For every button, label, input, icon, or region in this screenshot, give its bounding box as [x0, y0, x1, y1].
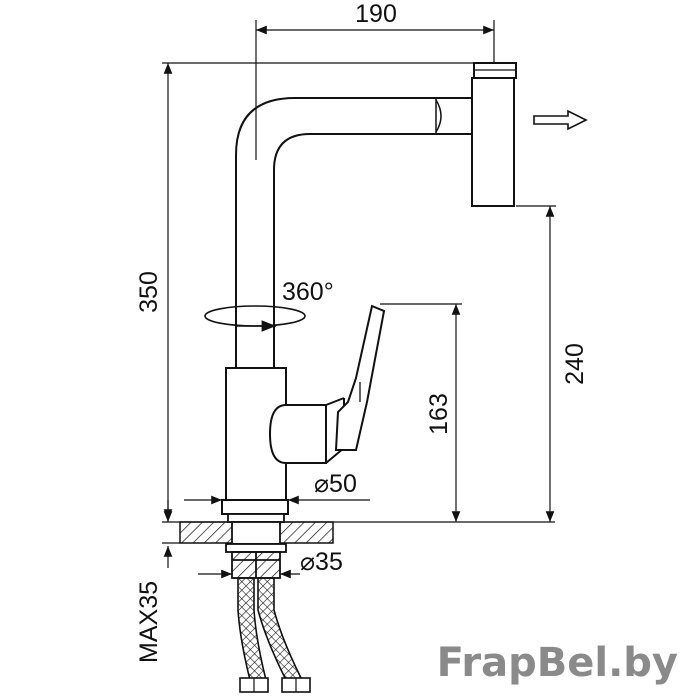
- dimension-spout-height-label: 240: [561, 343, 589, 385]
- dimension-max-thickness-label: MAX35: [135, 581, 163, 663]
- dimension-handle-height-label: 163: [425, 393, 453, 435]
- watermark: FrapBel.by: [437, 640, 678, 686]
- supply-hoses: [237, 577, 311, 693]
- spout-head: [471, 62, 517, 207]
- rotation-indicator: [204, 305, 306, 332]
- mounting-shank: [225, 513, 287, 579]
- dimension-total-height-label: 350: [135, 271, 163, 313]
- dimension-spout-height: [516, 205, 556, 522]
- dimension-thread-diameter-label: ⌀35: [300, 548, 343, 576]
- dimension-reach: [255, 20, 495, 160]
- faucet-spout: [235, 97, 472, 368]
- flow-direction-arrow: [533, 109, 588, 131]
- faucet-body: [221, 367, 289, 515]
- dimension-reach-label: 190: [355, 0, 397, 28]
- dimension-total-height: [162, 62, 474, 522]
- handle-cartridge: [268, 397, 345, 464]
- dimension-body-diameter-label: ⌀50: [314, 470, 357, 498]
- rotation-label: 360°: [282, 278, 334, 306]
- handle-lever: [334, 304, 386, 451]
- counter-section: [162, 521, 555, 544]
- dimension-handle-height: [380, 303, 462, 522]
